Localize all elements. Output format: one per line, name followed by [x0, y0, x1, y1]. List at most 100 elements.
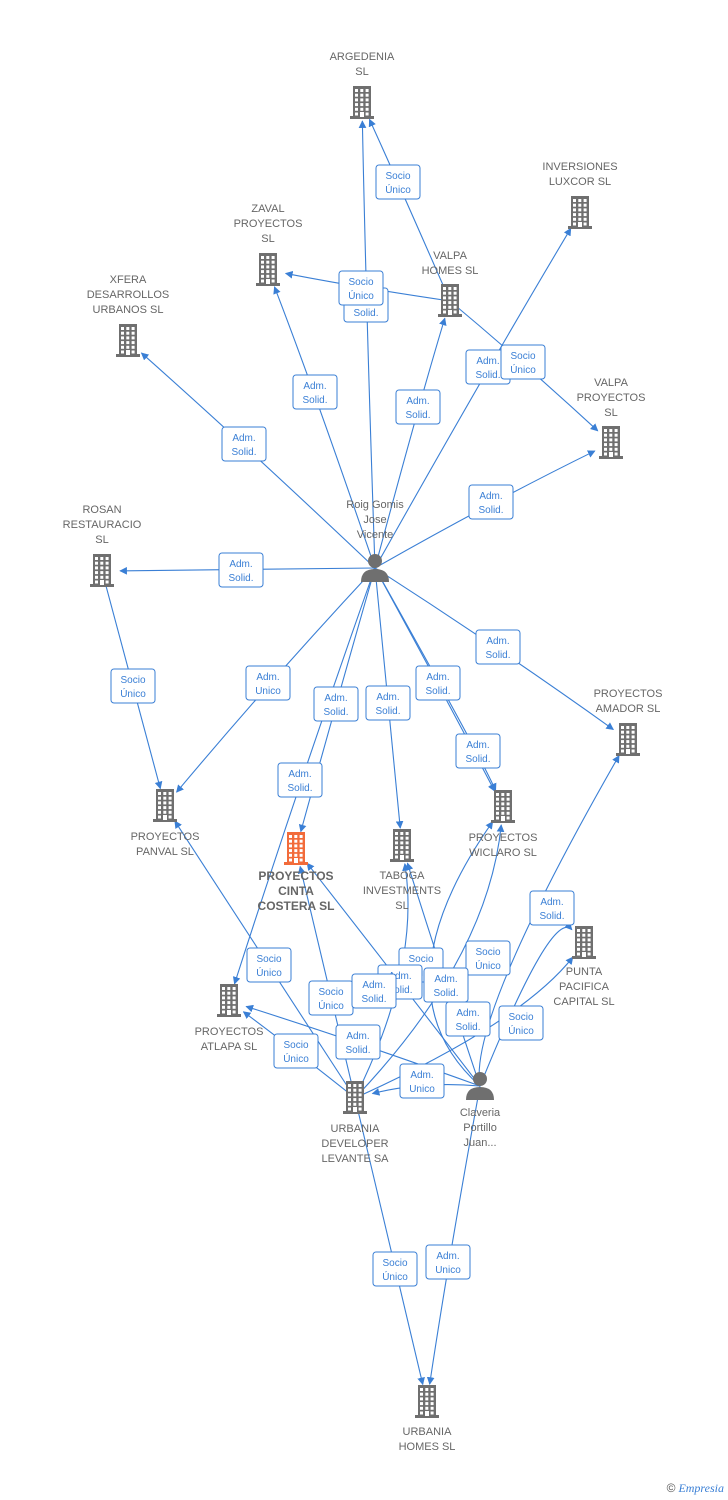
edge-label-box — [246, 947, 292, 983]
node-label: PROYECTOS — [131, 831, 200, 843]
edge-label[interactable]: Adm.Solid. — [475, 629, 521, 665]
building-icon — [90, 554, 114, 587]
edge-label[interactable]: Adm.Unico — [399, 1063, 445, 1099]
edge-label[interactable]: Adm.Solid. — [277, 762, 323, 798]
edge-label-text: Solid. — [405, 410, 430, 421]
edge-label-text: Socio — [385, 171, 410, 182]
edge-label[interactable]: Adm. Solid. — [395, 389, 441, 425]
node-label: PROYECTOS — [577, 392, 646, 404]
node-urbania-homes[interactable]: URBANIA HOMES SL — [399, 1385, 456, 1453]
edge-label[interactable]: Adm.Solid. — [529, 890, 575, 926]
building-icon — [491, 790, 515, 823]
edge-label[interactable]: Adm.Solid. — [365, 685, 411, 721]
brand-logo[interactable]: ©Empresia — [667, 1481, 724, 1496]
edge-label-box — [375, 164, 421, 200]
edge-label[interactable]: Adm.Solid. — [292, 374, 338, 410]
edge-label-text: Solid. — [345, 1045, 370, 1056]
node-label: Vicente — [357, 529, 394, 541]
building-icon — [256, 253, 280, 286]
node-label: Claveria — [460, 1107, 501, 1119]
edge-label-text: Único — [385, 183, 411, 196]
node-claveria[interactable]: ClaveriaPortilloJuan... — [460, 1072, 501, 1149]
node-label: HOMES SL — [399, 1441, 456, 1453]
node-panval[interactable]: PROYECTOS PANVAL SL — [131, 789, 200, 858]
node-label: CINTA — [278, 884, 314, 898]
node-label: PANVAL SL — [136, 846, 194, 858]
edge-label-text: Adm. — [406, 396, 429, 407]
edge-label-text: Solid. — [485, 650, 510, 661]
edge-label[interactable]: Adm.Solid. — [415, 665, 461, 701]
edge-label-text: Adm. — [362, 980, 385, 991]
edge-label-text: Único — [348, 289, 374, 302]
edge-roig-to-argedenia — [358, 120, 376, 569]
edge-label-box — [372, 1251, 418, 1287]
edge-label-text: Solid. — [302, 395, 327, 406]
edge-label[interactable]: Adm.Solid. — [313, 686, 359, 722]
node-label: SL — [395, 900, 408, 912]
edge-urbania_dev-to-wiclaro — [354, 824, 505, 1099]
node-label: VALPA — [594, 377, 628, 389]
edge-label-text: Solid. — [475, 370, 500, 381]
node-label: SL — [95, 534, 108, 546]
building-icon — [568, 196, 592, 229]
edge-label[interactable]: Adm.Solid. — [351, 973, 397, 1009]
edge-label[interactable]: Adm.Unico — [425, 1244, 471, 1280]
building-icon — [415, 1385, 439, 1418]
edge-label[interactable]: Adm.Solid. — [445, 1001, 491, 1037]
edge-label-box — [277, 762, 323, 798]
node-label: CAPITAL SL — [553, 996, 614, 1008]
node-label: SL — [355, 66, 368, 78]
node-label: PROYECTOS — [594, 688, 663, 700]
node-label: VALPA — [433, 250, 467, 262]
edge-label[interactable]: Adm.Solid. — [455, 733, 501, 769]
edge-label-box — [335, 1024, 381, 1060]
edge-label-box — [445, 1001, 491, 1037]
edge-label[interactable]: Adm.Solid. — [468, 484, 514, 520]
edge-label[interactable]: Adm.Solid. — [221, 426, 267, 462]
edge-label-box — [351, 973, 397, 1009]
edge-label[interactable]: Adm.Unico — [245, 665, 291, 701]
edge-label-text: Socio — [318, 987, 343, 998]
node-label: URBANIA — [403, 1426, 453, 1438]
edge-label-text: Socio — [256, 954, 281, 965]
edge-label-text: Único — [120, 687, 146, 700]
edge-labels-layer: SocioÚnicoAdm.Solid.SocioÚnicoAdm.Solid.… — [110, 164, 575, 1287]
building-icon — [390, 829, 414, 862]
edge-label-box — [218, 552, 264, 588]
edge-label-text: Adm. — [229, 559, 252, 570]
edge-label[interactable]: Adm.Solid. — [423, 967, 469, 1003]
node-label: ATLAPA SL — [201, 1041, 257, 1053]
node-label: INVERSIONES — [542, 161, 617, 173]
edge-label[interactable]: Adm.Solid. — [218, 552, 264, 588]
edge-label-text: Adm. — [479, 491, 502, 502]
edge-label[interactable]: Adm.Solid. — [335, 1024, 381, 1060]
edge-label-text: Socio — [408, 954, 433, 965]
